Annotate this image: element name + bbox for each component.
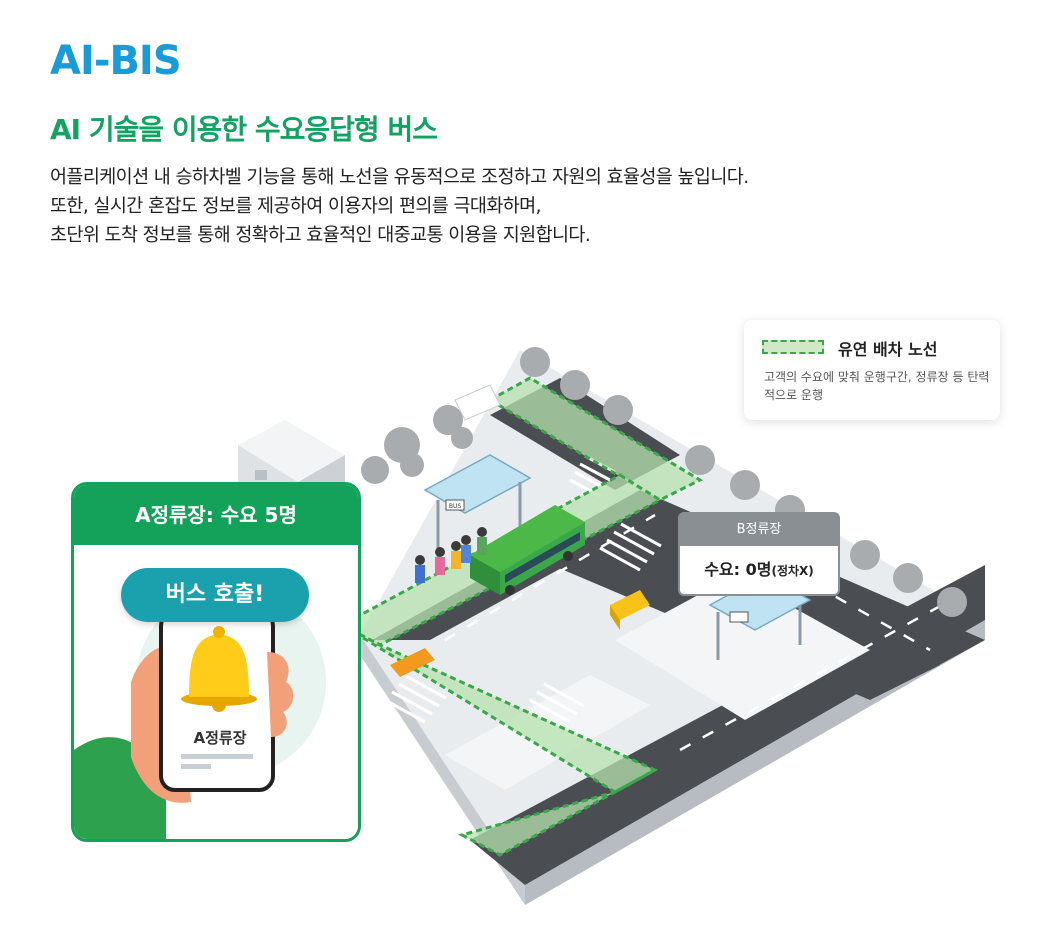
description-line-1: 어플리케이션 내 승하차벨 기능을 통해 노선을 유동적으로 조정하고 자원의 … — [50, 167, 749, 188]
shelter-sign: BUS — [449, 503, 462, 510]
bus-call-button[interactable]: 버스 호출! — [121, 568, 309, 622]
tree-icon — [361, 347, 967, 617]
people-group — [415, 527, 487, 583]
stop-b-demand-note: (정차X) — [771, 564, 814, 578]
stop-b-demand-value: 수요: 0명 — [704, 560, 772, 579]
legend: 유연 배차 노선 고객의 수요에 맞춰 운행구간, 정류장 등 탄력적으로 운행 — [744, 320, 1000, 420]
bus-icon — [470, 505, 585, 595]
description-line-3: 초단위 도착 정보를 통해 정확하고 효율적인 대중교통 이용을 지원합니다. — [50, 225, 591, 246]
stop-b-info: B정류장 수요: 0명(정차X) — [678, 512, 840, 596]
brand-logo: AI-BIS — [50, 38, 182, 84]
legend-title: 유연 배차 노선 — [838, 340, 938, 359]
hand-phone-icon — [74, 587, 326, 839]
legend-description: 고객의 수요에 맞춰 운행구간, 정류장 등 탄력적으로 운행 — [764, 370, 990, 402]
bell-icon — [181, 626, 257, 712]
stop-a-title: A정류장: 수요 5명 — [74, 485, 358, 545]
description-line-2: 또한, 실시간 혼잡도 정보를 제공하여 이용자의 편의를 극대화하며, — [50, 196, 541, 217]
sidewalk-island — [615, 575, 870, 720]
page-subtitle: AI 기술을 이용한 수요응답형 버스 — [50, 113, 438, 146]
stop-b-title: B정류장 — [680, 514, 838, 546]
stop-a-card: A정류장: 수요 5명 — [71, 482, 361, 842]
description: 어플리케이션 내 승하차벨 기능을 통해 노선을 유동적으로 조정하고 자원의 … — [50, 163, 749, 250]
stop-b-demand: 수요: 0명(정차X) — [680, 556, 838, 580]
car-icon — [390, 384, 650, 677]
legend-swatch — [762, 340, 824, 354]
phone-stop-label: A정류장 — [193, 729, 247, 747]
